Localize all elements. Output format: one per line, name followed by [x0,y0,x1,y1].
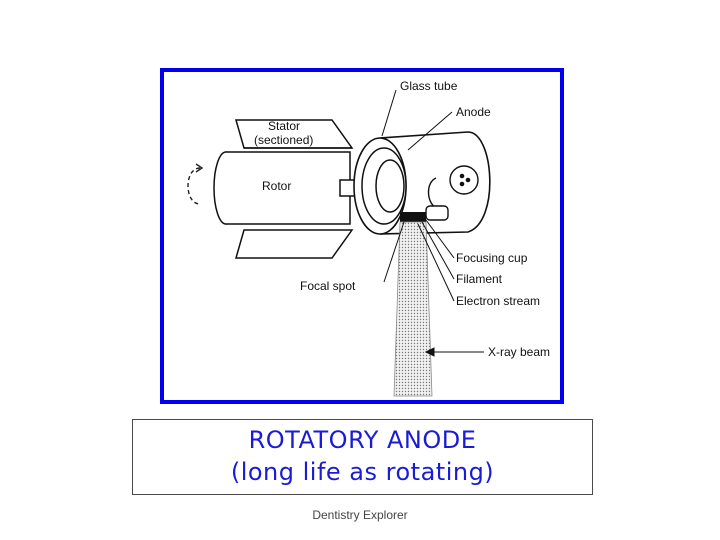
stator-upper [235,119,354,149]
rotating-anode-diagram: Glass tube Anode Stator (sectioned) Roto… [187,79,550,397]
footer-credit: Dentistry Explorer [312,508,408,522]
label-stator-sectioned: (sectioned) [254,133,313,147]
rotation-arrow [187,163,204,205]
label-electron-stream: Electron stream [456,294,540,308]
label-glass-tube: Glass tube [400,79,458,93]
xray-beam [393,221,433,397]
label-filament: Filament [456,272,503,286]
caption-subtitle: (long life as rotating) [230,458,495,486]
leader-lines [381,89,484,357]
caption-title: ROTATORY ANODE [248,426,477,454]
caption-box: ROTATORY ANODE (long life as rotating) [132,419,593,495]
focal-spot-mark [400,212,426,222]
label-focusing-cup: Focusing cup [456,251,528,265]
label-focal-spot: Focal spot [300,279,356,293]
diagram-frame: Glass tube Anode Stator (sectioned) Roto… [160,68,564,404]
label-stator: Stator [268,119,300,133]
stator-lower [235,229,354,259]
anode-disk [361,147,407,225]
label-rotor: Rotor [262,179,291,193]
label-anode: Anode [456,105,491,119]
label-xray-beam: X-ray beam [488,345,550,359]
cathode-assembly [425,165,479,221]
